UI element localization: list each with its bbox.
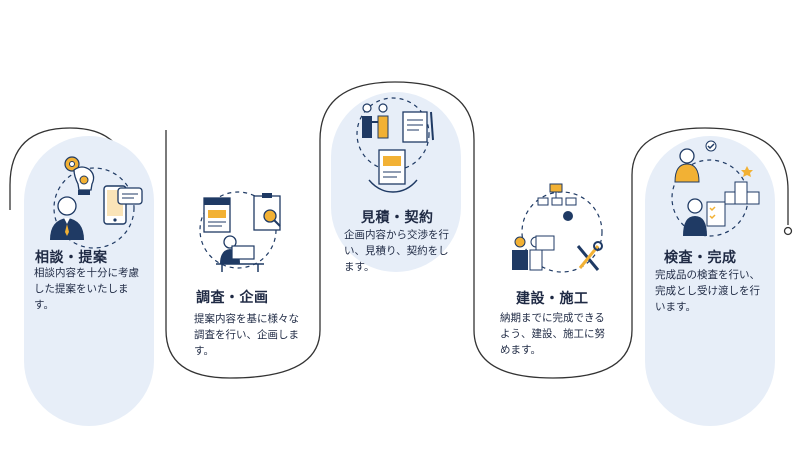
step-title: 相談・提案 xyxy=(35,250,108,266)
contract-pen-icon xyxy=(402,111,434,143)
step-title: 建設・施工 xyxy=(516,291,589,307)
smartphone-icon xyxy=(103,185,143,225)
step-card-completion: 検査・完成 完成品の検査を行い、完成とし受け渡しを行います。 xyxy=(645,136,775,426)
workers-icon xyxy=(512,235,555,271)
flowchart-icon xyxy=(537,183,577,221)
step-title: 検査・完成 xyxy=(664,250,737,266)
clipboard-magnifier-icon xyxy=(253,193,281,231)
construction-illustration xyxy=(512,183,603,273)
lightbulb-gear-icon xyxy=(64,156,95,195)
businessman-icon xyxy=(50,196,84,240)
inspector-icon xyxy=(674,148,700,183)
completion-illustration xyxy=(671,140,760,237)
check-badge-icon xyxy=(705,140,717,152)
step-title: 見積・契約 xyxy=(361,210,434,226)
podium-icon xyxy=(724,166,760,205)
consultation-illustration xyxy=(50,156,143,249)
step-card-estimate: 見積・契約 企画内容から交渉を行い、見積り、契約をします。 xyxy=(331,92,461,273)
step-description: 提案内容を基に様々な調査を行い、企画します。 xyxy=(194,313,299,357)
step-description: 納期までに完成できるよう、建設、施工に努めます。 xyxy=(500,312,605,356)
step-card-construction: 建設・施工 納期までに完成できるよう、建設、施工に努めます。 xyxy=(496,176,626,466)
step-card-consultation: 相談・提案 相談内容を十分に考慮した提案をいたします。 xyxy=(24,136,154,426)
step-title: 調査・企画 xyxy=(196,290,269,306)
person-at-desk-icon xyxy=(216,235,264,272)
handshake-icon xyxy=(362,103,389,139)
step-description: 完成品の検査を行い、完成とし受け渡しを行います。 xyxy=(655,269,760,313)
checklist-person-icon xyxy=(683,198,726,236)
estimate-illustration xyxy=(356,97,434,193)
step-card-research: 調査・企画 提案内容を基に様々な調査を行い、企画します。 xyxy=(190,180,320,470)
step-description: 相談内容を十分に考慮した提案をいたします。 xyxy=(34,267,139,311)
step-description: 企画内容から交渉を行い、見積り、契約をします。 xyxy=(344,229,449,273)
research-illustration xyxy=(199,191,281,272)
document-hands-icon xyxy=(368,149,418,193)
plan-document-icon xyxy=(203,197,231,233)
tools-icon xyxy=(576,241,603,271)
